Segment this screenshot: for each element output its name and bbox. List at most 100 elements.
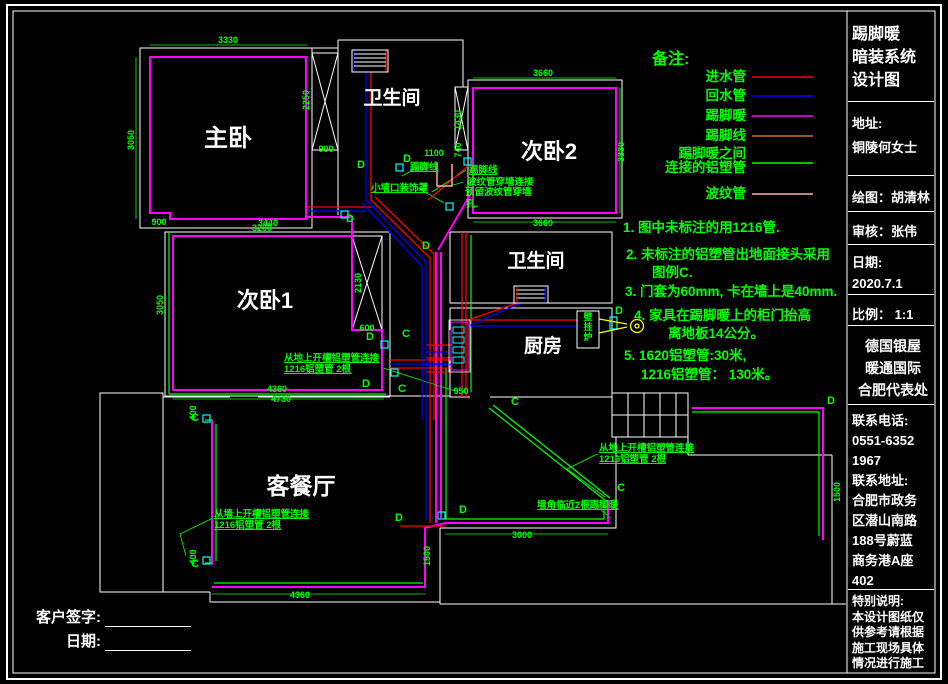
title-line: 暗装系统 — [852, 49, 917, 66]
company-line: 暖通国际 — [865, 360, 921, 376]
boiler-box — [576, 310, 600, 349]
title-line: 设计图 — [852, 72, 901, 89]
dim-label: 3660 — [533, 218, 553, 228]
marker-d: D — [362, 378, 370, 390]
dim-label: 3440 — [258, 218, 278, 228]
special-line: 本设计图纸仅 — [852, 609, 925, 624]
marker-d: D — [459, 504, 467, 516]
dim-label: 900 — [318, 144, 333, 154]
return-pipes-blue — [308, 50, 578, 520]
date-value: 2020.7.1 — [852, 276, 903, 291]
marker-d: D — [366, 331, 374, 343]
junction-box — [202, 556, 211, 565]
address-value: 铜陵何女士 — [852, 140, 918, 155]
company-line: 合肥代表处 — [858, 382, 928, 398]
marker-d: D — [346, 213, 354, 225]
legend-label: 进水管 — [706, 68, 747, 84]
signature-date-line — [105, 632, 191, 651]
signature-area: 客户签字: 日期: — [36, 603, 191, 651]
phone-line: 0551-6352 — [852, 433, 915, 448]
dim-label: 900 — [151, 217, 166, 227]
thermostat-symbol — [598, 318, 645, 334]
dim-label: 3200 — [252, 223, 272, 233]
company-line: 德国银屋 — [865, 338, 921, 354]
legend-label: 波纹管 — [706, 185, 747, 201]
annotation-label: 1216铝塑管 2根 — [214, 519, 282, 531]
note-line: 离地板14公分。 — [668, 325, 764, 341]
contact-line: 区潜山南路 — [852, 513, 918, 528]
phone-line: 1967 — [852, 453, 881, 468]
note-line: 3. 门套为60mm, 卡在墙上是40mm. — [625, 283, 837, 299]
room-label: 次卧1 — [237, 288, 293, 313]
dimension-lines — [135, 44, 621, 595]
dim-label: 950 — [453, 386, 468, 396]
special-line: 施工现场具体 — [852, 640, 925, 655]
contact-label: 联系地址: — [852, 473, 909, 488]
contact-line: 合肥市政务 — [852, 493, 918, 508]
annotation-label: 踢脚线 — [410, 161, 439, 173]
reviewer-section: 审核：张伟 — [848, 212, 934, 245]
marker-d: D — [422, 240, 430, 252]
junction-box — [380, 340, 389, 349]
drawer-section: 绘图：胡清林 — [848, 176, 934, 212]
dim-label: 4360 — [290, 590, 310, 600]
dim-label: 2250 — [301, 90, 311, 110]
radiator-bathroom2 — [513, 285, 549, 304]
annotation-label: 预留波纹管穿墙 — [465, 186, 532, 198]
special-line: 情况进行施工 — [852, 656, 925, 670]
junction-box — [437, 511, 446, 520]
radiator-bathroom1 — [351, 49, 389, 73]
company-section: 德国银屋 暖通国际 合肥代表处 — [848, 326, 934, 405]
dim-label: 400 — [188, 405, 198, 420]
marker-c: C — [398, 383, 406, 395]
drawing-frame — [6, 4, 942, 680]
marker-d: D — [357, 159, 365, 171]
manifold — [448, 319, 471, 373]
address-label: 地址: — [852, 116, 883, 131]
junction-box — [202, 414, 211, 423]
junction-box — [395, 163, 404, 172]
boiler-label: 壁挂炉 — [583, 311, 592, 342]
signature-date-label: 日期: — [66, 633, 101, 650]
scale-section: 比例： 1:1 — [848, 295, 934, 326]
room-label: 卫生间 — [363, 86, 420, 109]
annotation-label: 1216铝塑管 2根 — [599, 453, 667, 465]
note-line: 图例C. — [652, 264, 693, 280]
dim-label: 1430 — [453, 110, 463, 130]
annotation-label: 墙角临近2根踢脚暖 — [537, 499, 619, 511]
marker-c: C — [402, 328, 410, 340]
drawer-value: 绘图：胡清林 — [852, 190, 931, 205]
legend-label: 回水管 — [706, 87, 747, 103]
contact-line: 188号蔚蓝 — [852, 533, 913, 548]
boiler-label-char: 挂 — [583, 321, 592, 332]
alu-pipe-lines — [168, 232, 820, 584]
dim-label: 400 — [188, 549, 198, 564]
corrugated-sleeve — [436, 162, 453, 187]
dim-label: 3000 — [512, 530, 532, 540]
annotation-label: 小墙口装饰罩 — [370, 182, 429, 194]
annotation-label: 踢脚线 — [469, 164, 498, 176]
dim-label: 3660 — [533, 68, 553, 78]
marker-d: D — [827, 395, 835, 407]
note-line: 2. 未标注的铝塑管出地面接头采用 — [626, 246, 830, 262]
annotation-label: 从墙上开槽铝塑管连接 — [214, 508, 310, 520]
annotation-label: 孔. — [466, 198, 478, 210]
notes-block: 1. 图中未标注的用1216管.2. 未标注的铝塑管出地面接头采用图例C.3. … — [623, 219, 837, 382]
annotation-labels: 踢脚线踢脚线波纹管穿墙连接预留波纹管穿墙小墙口装饰罩孔.从地上开槽铝塑管连接12… — [214, 161, 695, 531]
marker-c: C — [191, 412, 199, 424]
room-label: 卫生间 — [507, 249, 564, 272]
junction-box — [609, 316, 618, 330]
date-section: 日期: 2020.7.1 — [848, 245, 934, 295]
annotation-label: 1216铝塑管 2根 — [284, 363, 352, 375]
junction-box — [463, 157, 472, 166]
legend-label: 连接的铝塑管 — [665, 159, 746, 175]
marker-d: D — [403, 153, 411, 165]
note-line: 4. 家具在踢脚暖上的柜门抬高 — [634, 307, 811, 323]
contact-line: 402 — [852, 573, 874, 588]
leader-lines — [179, 165, 612, 557]
